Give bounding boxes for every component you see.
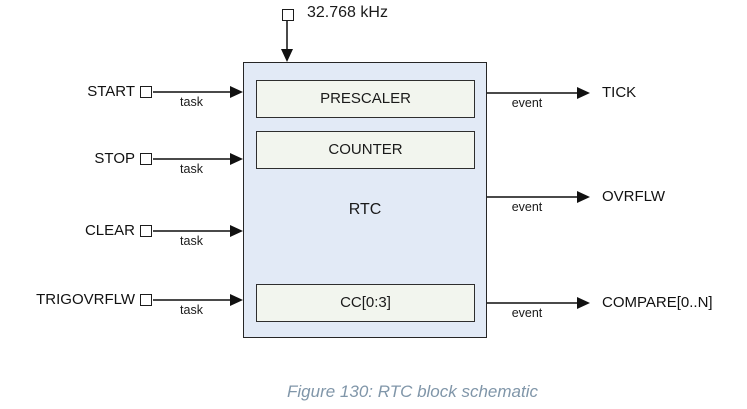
output-arrowhead-icon-compare (577, 297, 590, 309)
rtc-title: RTC (348, 201, 382, 218)
output-line-tick (487, 92, 577, 94)
prescaler-box: PRESCALER (256, 80, 475, 118)
input-line-stop (153, 158, 230, 160)
input-connector-square-stop (140, 153, 152, 165)
output-label-compare: COMPARE[0..N] (602, 294, 713, 311)
output-arrowhead-icon-ovrflw (577, 191, 590, 203)
input-connector-square-start (140, 86, 152, 98)
input-label-stop: STOP (94, 150, 135, 167)
input-arrowhead-icon-clear (230, 225, 243, 237)
counter-label: COUNTER (328, 141, 403, 158)
input-line-clear (153, 230, 230, 232)
prescaler-label: PRESCALER (320, 90, 411, 107)
task-signal-label-clear: task (180, 234, 203, 248)
output-label-tick: TICK (602, 84, 637, 101)
input-connector-square-trigovrflw (140, 294, 152, 306)
output-arrowhead-icon-tick (577, 87, 590, 99)
output-line-compare (487, 302, 577, 304)
event-signal-label-compare: event (511, 306, 543, 320)
input-connector-square-clear (140, 225, 152, 237)
input-label-start: START (87, 83, 135, 100)
counter-box: COUNTER (256, 131, 475, 169)
clock-connector-square (282, 9, 294, 21)
input-arrowhead-icon-trigovrflw (230, 294, 243, 306)
input-label-trigovrflw: TRIGOVRFLW (36, 291, 135, 308)
event-signal-label-tick: event (511, 96, 543, 110)
input-line-trigovrflw (153, 299, 230, 301)
cc-registers-box: CC[0:3] (256, 284, 475, 322)
input-line-start (153, 91, 230, 93)
clock-frequency-label: 32.768 kHz (307, 4, 388, 21)
clock-arrowhead-icon (281, 49, 293, 62)
clock-connector-line (286, 21, 288, 50)
output-label-ovrflw: OVRFLW (602, 188, 666, 205)
input-label-clear: CLEAR (84, 222, 135, 239)
task-signal-label-trigovrflw: task (180, 303, 203, 317)
rtc-block: PRESCALER COUNTER RTC CC[0:3] (243, 62, 487, 338)
output-line-ovrflw (487, 196, 577, 198)
task-signal-label-start: task (180, 95, 203, 109)
event-signal-label-ovrflw: event (511, 200, 543, 214)
input-arrowhead-icon-stop (230, 153, 243, 165)
cc-registers-label: CC[0:3] (340, 294, 391, 311)
input-arrowhead-icon-start (230, 86, 243, 98)
figure-caption: Figure 130: RTC block schematic (287, 382, 539, 401)
task-signal-label-stop: task (180, 162, 203, 176)
